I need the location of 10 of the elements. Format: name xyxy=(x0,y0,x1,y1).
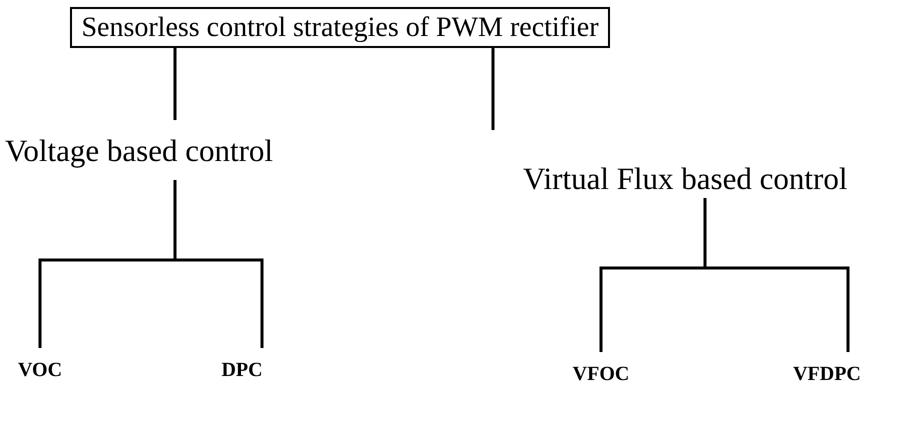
connector-line xyxy=(492,48,494,130)
connector-line xyxy=(704,198,850,352)
method-label: VOC xyxy=(5,348,75,380)
category-label: Voltage based control xyxy=(5,120,305,180)
method-label: DPC xyxy=(214,348,270,380)
title-box: Sensorless control strategies of PWM rectifier xyxy=(70,7,610,48)
connector-line xyxy=(174,48,176,120)
category-label: Virtual Flux based control xyxy=(488,130,908,198)
method-label: VFOC xyxy=(564,352,638,384)
method-label: VFDPC xyxy=(782,352,872,384)
